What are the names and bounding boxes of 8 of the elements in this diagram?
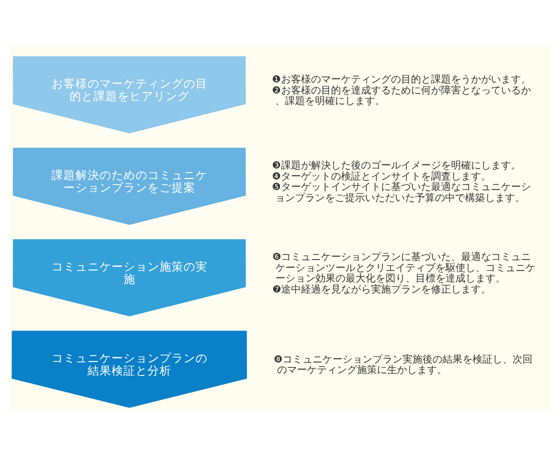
node-label: ❻コミュニケーションプランに基づいた、最適なコミュニケーションツールとクリエイティブを駆使し、コミュニケーション効果の最大化を図り、目標を達成します。 <box>272 252 536 284</box>
node-label: ❹ターゲットの検証とインサイトを調査します。 <box>272 170 491 182</box>
node-label: ❼途中経過を見ながら実施プランを修正します。 <box>272 284 492 295</box>
node-label: ❽コミュニケーションプラン実施後の結果を検証し、次回のマーケティング施策に生かします。 <box>274 354 533 376</box>
node-label: ❶お客様のマーケティングの目的と課題をうかがいます。 <box>272 74 531 85</box>
node-label: ❺ターゲットインサイトに基づいた最適なコミュニケーションプランをご提示いただいた予算の中で構築します。 <box>272 182 531 204</box>
node-label: ❷お客様の目的を達成するために何が障害となっているか、課題を明確にします。 <box>272 84 531 107</box>
node-label: ❸課題が解決した後のゴールイメージを明確にします。 <box>272 160 521 172</box>
